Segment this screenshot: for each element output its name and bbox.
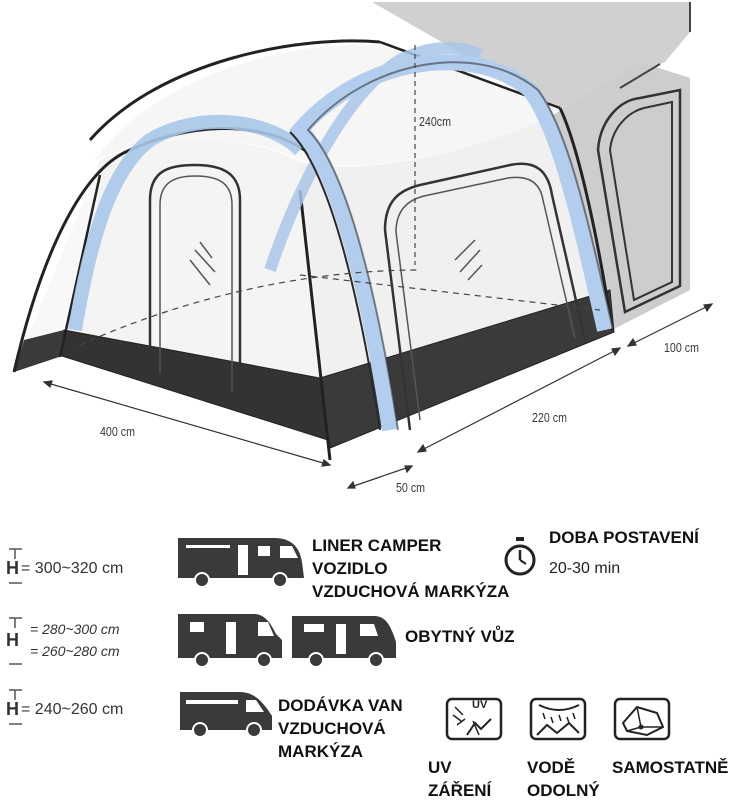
freestanding-icon [613,697,671,741]
h-mark: H [6,558,19,578]
pitch-time-title: DOBA POSTAVENÍ [549,528,699,547]
label-vzduchova-markyza: VZDUCHOVÁ MARKÝZA [312,582,510,601]
label-dodavka-van: DODÁVKA VAN [278,696,403,715]
vehicle-wall-front [548,62,690,330]
height-ranges: = 280~300 cm = 260~280 cm [30,618,120,662]
offset-arrow [347,465,413,489]
height-range: = 240~260 cm [21,701,124,718]
height-bracket-icon [9,617,22,665]
row-3-labels: DODÁVKA VAN VZDUCHOVÁ MARKÝZA [278,694,403,763]
height-label: 240cm [419,114,452,129]
offset-label: 50 cm [396,480,426,495]
label-markyza: MARKÝZA [278,742,363,761]
tent-illustration [12,2,714,489]
h-mark: H [6,699,19,719]
motorhome-small-icon [292,616,396,668]
pitch-time-value: 20-30 min [549,560,621,577]
uv-badge: UV [472,699,488,711]
feature-uv-line-1: UV [428,758,452,777]
h-mark: H [6,630,19,650]
side-door [383,162,587,431]
height-range-2: = 260~280 cm [30,643,120,659]
waterproof-icon [529,697,587,741]
liner-camper-icon [178,538,304,588]
feature-freestanding-label: SAMOSTATNĚ [612,758,729,777]
label-obytny-vuz: OBYTNÝ VŮZ [405,627,515,646]
feature-waterproof-line-1: VODĚ [527,758,576,777]
depth-label: 220 cm [532,410,567,425]
label-liner-camper: LINER CAMPER [312,536,442,555]
motorhome-icon [178,614,282,668]
row-1-labels: LINER CAMPER VOZIDLO VZDUCHOVÁ MARKÝZA [312,534,509,603]
height-range: = 300~320 cm [21,560,124,577]
front-door [148,163,242,395]
width-label: 400 cm [100,424,135,439]
label-vzduchova: VZDUCHOVÁ [278,719,386,738]
side-arrow [627,303,713,347]
stopwatch-icon [504,537,536,576]
feature-uv-line-2: ZÁŘENÍ [428,781,492,800]
height-bracket-icon [9,689,22,725]
feature-uv-label: UV ZÁŘENÍ [428,756,491,802]
label-vozidlo: VOZIDLO [312,559,388,578]
depth-arrow [417,347,621,453]
side-label: 100 cm [664,340,699,355]
feature-waterproof-label: VODĚ ODOLNÝ [527,756,600,802]
air-beam-middle [289,54,613,432]
vehicle-door [596,88,682,314]
uv-icon [445,697,503,741]
van-icon [180,692,272,738]
width-arrow [43,381,331,466]
height-bracket-icon [9,548,22,584]
feature-waterproof-line-2: ODOLNÝ [527,781,600,800]
height-range-1: = 280~300 cm [30,621,120,637]
air-beam-front [68,114,305,332]
